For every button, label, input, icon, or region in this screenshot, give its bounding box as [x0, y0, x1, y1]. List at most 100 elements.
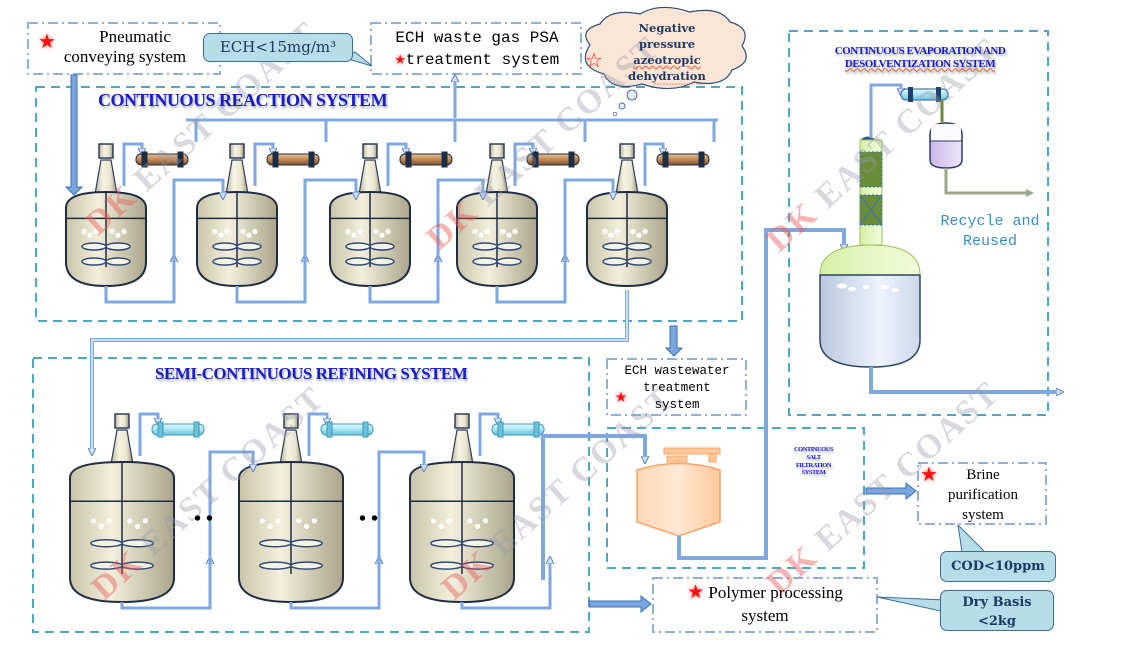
polymer-box-border [652, 577, 878, 633]
refining-reactors [69, 412, 550, 610]
evaporator-overhead-line [869, 83, 901, 138]
pneumatic-line1: Pneumatic [99, 27, 171, 46]
cloud-line2: pressure [638, 37, 696, 51]
filter-to-evaporator-line [677, 228, 844, 560]
transfer-pipe [120, 560, 210, 610]
refining-section-title: SEMI-CONTINUOUS REFINING SYSTEM [155, 364, 468, 383]
psa-box-border [370, 22, 582, 75]
condenser [526, 151, 580, 168]
ellipsis-dots: • • [194, 508, 214, 530]
brine-purification-box[interactable]: ★ Brine purification system [920, 465, 1046, 525]
brine-line3: system [962, 507, 1004, 523]
evaporation-title-line2: DESOLVENTIZATION SYSTEM [844, 57, 996, 70]
evaporation-section-title: CONTINUOUS EVAPORATION AND DESOLVENTIZAT… [795, 45, 1045, 70]
wastewater-box-border [606, 358, 747, 416]
polymer-processing-box[interactable]: ★ Polymer processing system [655, 581, 875, 627]
reaction-reactor [329, 142, 453, 288]
pneumatic-box-border [27, 22, 221, 75]
evaporator-bottom-line [869, 367, 1060, 392]
refining-reactor [69, 412, 205, 604]
pneumatic-line2: conveying system [63, 46, 187, 66]
reaction-section-title: CONTINUOUS REACTION SYSTEM [98, 90, 388, 110]
dry-basis-callout: Dry Basis <2kg [940, 590, 1054, 631]
recycle-line1: Recycle and [940, 213, 1040, 230]
salt-filtration-title-line: SALT [806, 453, 821, 461]
transfer-pipe [289, 560, 379, 610]
star-filled-icon: ★ [687, 582, 705, 603]
transfer-pipe [495, 258, 565, 304]
salt-filtration-section-border [606, 427, 865, 569]
cloud-line3: azeotropic [633, 53, 701, 67]
transfer-pipe [235, 258, 305, 304]
transfer-pipe [368, 258, 438, 304]
salt-filtration-title-line: CONTINUOUS [793, 446, 834, 453]
condenser [135, 151, 189, 168]
refining-section-border [32, 357, 590, 633]
vapor-header [186, 78, 718, 142]
transfer-pipe [208, 450, 253, 566]
reaction-reactor [196, 142, 320, 288]
cloud-line1: Negative [638, 21, 696, 35]
salt-filtration-section-title: CONTINUOUS SALT FILTRATION SYSTEM [776, 446, 851, 477]
condenser [151, 421, 205, 438]
transfer-pipe [172, 178, 223, 268]
wastewater-line1: ECH wastewater [624, 364, 730, 378]
receiver-tank [929, 122, 963, 169]
wastewater-line3: system [654, 398, 700, 412]
reaction-reactor [586, 142, 710, 288]
star-filled-icon: ★ [615, 386, 628, 409]
salt-filtration-title-line: SYSTEM [801, 469, 826, 477]
refining-reactor [238, 412, 374, 604]
star-filled-icon: ★ [38, 31, 56, 53]
transfer-pipe [104, 258, 174, 304]
polymer-line2: system [741, 606, 789, 625]
condenser [491, 421, 545, 438]
transfer-pipe [563, 178, 613, 268]
reaction-reactors [65, 142, 710, 304]
refining-to-filter-line [541, 434, 645, 580]
condenser [266, 151, 320, 168]
psa-line1: ECH waste gas PSA [395, 29, 559, 47]
star-outline-icon: ☆ [585, 50, 603, 72]
ech-limit-callout: ECH<15mg/m³ [203, 33, 353, 62]
feed-arrows [64, 74, 917, 614]
reaction-section-border [35, 86, 743, 322]
refining-reactor [409, 412, 545, 604]
recycle-label: Recycle and Reused [936, 212, 1044, 252]
star-filled-icon: ★ [394, 50, 406, 70]
condenser [320, 421, 374, 438]
evaporator-condenser [900, 87, 949, 102]
cloud-line4: dehydration [628, 69, 706, 83]
dry-basis-line1: Dry Basis [962, 595, 1032, 610]
wastewater-treatment-box[interactable]: ECH wastewater treatment system ★ [609, 363, 745, 414]
psa-line2: treatment system [405, 51, 560, 69]
dehydration-cloud-text: Negative pressure azeotropic dehydration [622, 20, 712, 84]
transfer-pipe [303, 178, 356, 268]
dehydration-cloud [584, 6, 747, 117]
brine-box-border [917, 462, 1047, 525]
ellipsis-dots: • • [359, 508, 379, 530]
evaporation-title-line1: CONTINUOUS EVAPORATION AND [834, 45, 1006, 57]
salt-filtration-title-line: FILTRATION [795, 461, 832, 469]
brine-line1: Brine [966, 467, 1000, 483]
pneumatic-conveying-box[interactable]: ★ Pneumatic conveying system [30, 27, 220, 66]
psa-treatment-box[interactable]: ECH waste gas PSA ★treatment system [373, 27, 581, 71]
recycle-line2: Reused [962, 233, 1017, 250]
condenser [399, 151, 453, 168]
evaporation-section-border [788, 30, 1049, 416]
condenser [656, 151, 710, 168]
brine-line2: purification [948, 487, 1018, 503]
wastewater-line2: treatment [643, 381, 711, 395]
salt-filter-vessel [636, 447, 721, 537]
evaporator [819, 136, 921, 368]
cod-limit-callout: COD<10ppm [940, 551, 1056, 582]
recycle-line [944, 168, 1034, 197]
reaction-reactor [65, 142, 189, 288]
star-filled-icon: ★ [920, 464, 938, 486]
transfer-pipe [377, 450, 424, 566]
dry-basis-line2: <2kg [977, 614, 1017, 629]
polymer-line1: Polymer processing [708, 583, 843, 602]
transfer-pipe [460, 560, 550, 610]
transfer-pipe [436, 178, 483, 268]
